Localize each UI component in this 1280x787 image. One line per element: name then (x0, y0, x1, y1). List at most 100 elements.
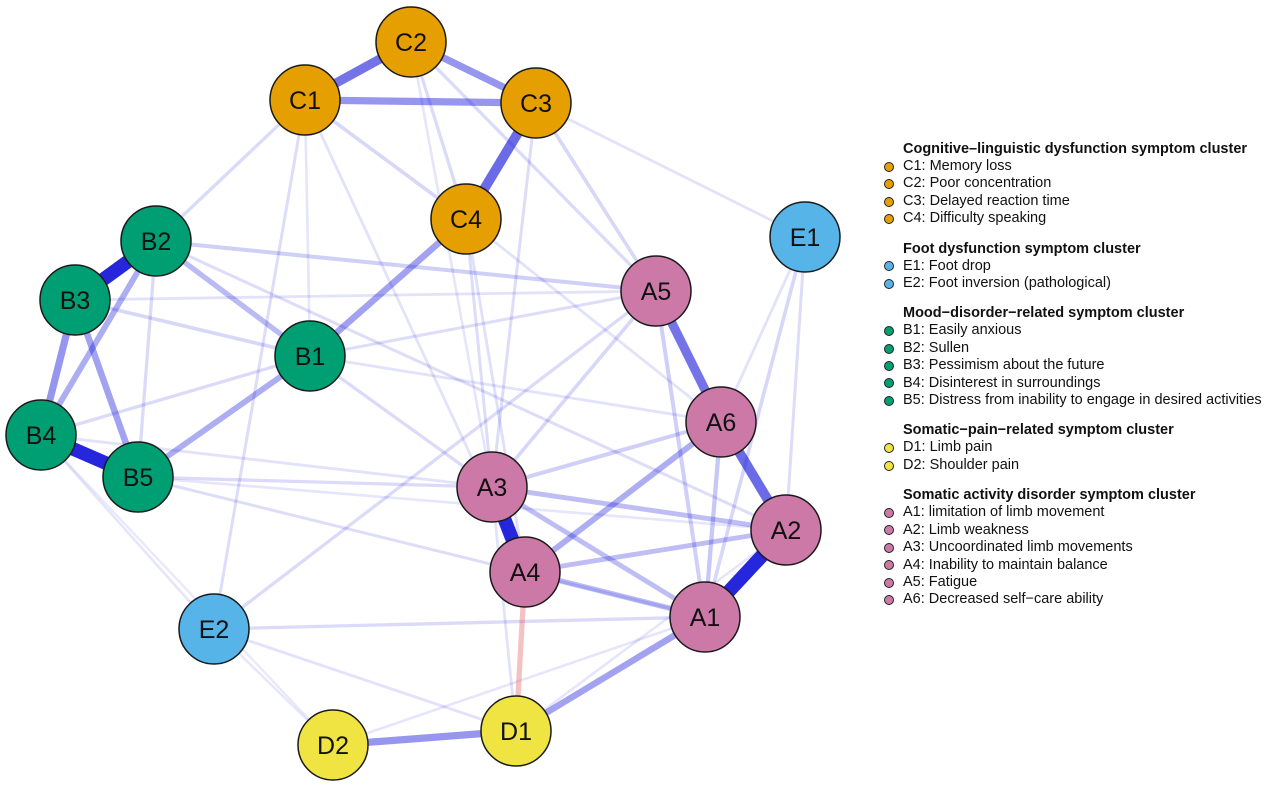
legend-item-label: D2: Shoulder pain (903, 456, 1020, 473)
edge-c2-a3 (409, 41, 494, 488)
legend-item: B4: Disinterest in surroundings (882, 375, 1278, 392)
legend-marker (884, 343, 894, 354)
legend-item: A1: limitation of limb movement (882, 504, 1278, 521)
legend-marker (884, 560, 894, 571)
edge-b3-a5 (74, 289, 657, 302)
node-circle (269, 64, 341, 136)
edge-b2-b4 (38, 239, 159, 437)
legend-marker (884, 525, 894, 536)
node-label: E1 (790, 224, 821, 252)
edge-b2-b5 (136, 240, 158, 478)
legend-item: D1: Limb pain (882, 439, 1278, 456)
legend-marker (884, 161, 894, 172)
node-circle (297, 709, 369, 781)
node-label: A3 (477, 474, 508, 502)
node-b5: B5 (102, 441, 174, 513)
node-c4: C4 (430, 183, 502, 255)
node-a6: A6 (685, 386, 757, 458)
legend-item: C1: Memory loss (882, 158, 1278, 175)
legend-marker (884, 460, 894, 471)
legend-group-title: Mood−disorder−related symptom cluster (903, 305, 1185, 322)
edge-a3-d1 (490, 486, 518, 732)
edge-e2-a1 (213, 615, 706, 631)
node-label: C3 (520, 90, 552, 118)
node-circle (120, 205, 192, 277)
legend-item-label: C4: Difficulty speaking (903, 210, 1047, 227)
edge-b4-a3 (40, 433, 493, 489)
edge-d2-b4 (40, 434, 334, 746)
legend-item-label: B3: Pessimism about the future (903, 357, 1105, 374)
node-a1: A1 (669, 581, 741, 653)
node-c1: C1 (269, 64, 341, 136)
legend-item: D2: Shoulder pain (882, 457, 1278, 474)
node-c2: C2 (375, 6, 447, 78)
node-d2: D2 (297, 709, 369, 781)
legend-marker (884, 378, 894, 389)
edge-e2-a5 (212, 289, 658, 631)
edge-b1-a6 (309, 354, 722, 424)
node-label: A1 (690, 604, 721, 632)
legend-item: B3: Pessimism about the future (882, 357, 1278, 374)
legend-item: A5: Fatigue (882, 574, 1278, 591)
node-a5: A5 (620, 255, 692, 327)
legend-item: B2: Sullen (882, 340, 1278, 357)
node-b4: B4 (5, 399, 77, 471)
legend-item-label: C3: Delayed reaction time (903, 192, 1070, 209)
node-a4: A4 (489, 536, 561, 608)
legend-item: B1: Easily anxious (882, 322, 1278, 339)
legend-group: Cognitive–linguistic dysfunction symptom… (882, 141, 1278, 228)
edge-c1-c3 (304, 96, 537, 107)
edge-c3-e1 (535, 101, 806, 239)
node-circle (669, 581, 741, 653)
node-circle (39, 264, 111, 336)
legend-marker (884, 179, 894, 190)
node-label: A5 (641, 278, 672, 306)
node-circle (750, 494, 822, 566)
edge-a3-a1 (490, 484, 707, 620)
legend-marker (884, 595, 894, 606)
node-label: A2 (771, 517, 802, 545)
node-label: D2 (317, 732, 349, 760)
legend-item: E1: Foot drop (882, 258, 1278, 275)
node-circle (620, 255, 692, 327)
legend-group-title: Foot dysfunction symptom cluster (903, 240, 1141, 257)
legend-item: C3: Delayed reaction time (882, 193, 1278, 210)
legend-item: A4: Inability to maintain balance (882, 557, 1278, 574)
node-label: B1 (295, 343, 326, 371)
legend-marker (884, 278, 894, 289)
edge-d2-a1 (332, 615, 706, 747)
edge-b5-a3 (137, 475, 493, 489)
legend-marker (884, 443, 894, 454)
legend-item-label: B1: Easily anxious (903, 322, 1022, 339)
legend-item: A6: Decreased self−care ability (882, 591, 1278, 608)
edge-e2-d1 (213, 627, 517, 733)
legend-group-title: Cognitive–linguistic dysfunction symptom… (903, 141, 1248, 157)
legend-group: Somatic activity disorder symptom cluste… (882, 487, 1278, 608)
node-circle (489, 536, 561, 608)
legend-item: A2: Limb weakness (882, 522, 1278, 539)
edge-c3-a3 (490, 102, 538, 488)
edge-b3-b1 (74, 298, 311, 358)
node-e1: E1 (769, 201, 841, 273)
legend-item-label: C2: Poor concentration (903, 175, 1052, 192)
node-b2: B2 (120, 205, 192, 277)
edge-b2-a5 (155, 239, 657, 293)
node-label: E2 (199, 616, 230, 644)
node-circle (274, 320, 346, 392)
edge-c4-a6 (465, 217, 722, 424)
node-circle (769, 201, 841, 273)
legend-marker (884, 326, 894, 337)
legend-item-label: A4: Inability to maintain balance (903, 556, 1108, 573)
node-a2: A2 (750, 494, 822, 566)
node-label: B5 (123, 464, 154, 492)
edge-a3-a5 (490, 289, 658, 489)
legend-item: A3: Uncoordinated limb movements (882, 539, 1278, 556)
edge-b4-b1 (40, 354, 311, 437)
edge-a3-a2 (491, 484, 787, 533)
edge-a1-d1 (514, 614, 707, 734)
node-circle (500, 67, 572, 139)
node-label: C4 (450, 206, 482, 234)
